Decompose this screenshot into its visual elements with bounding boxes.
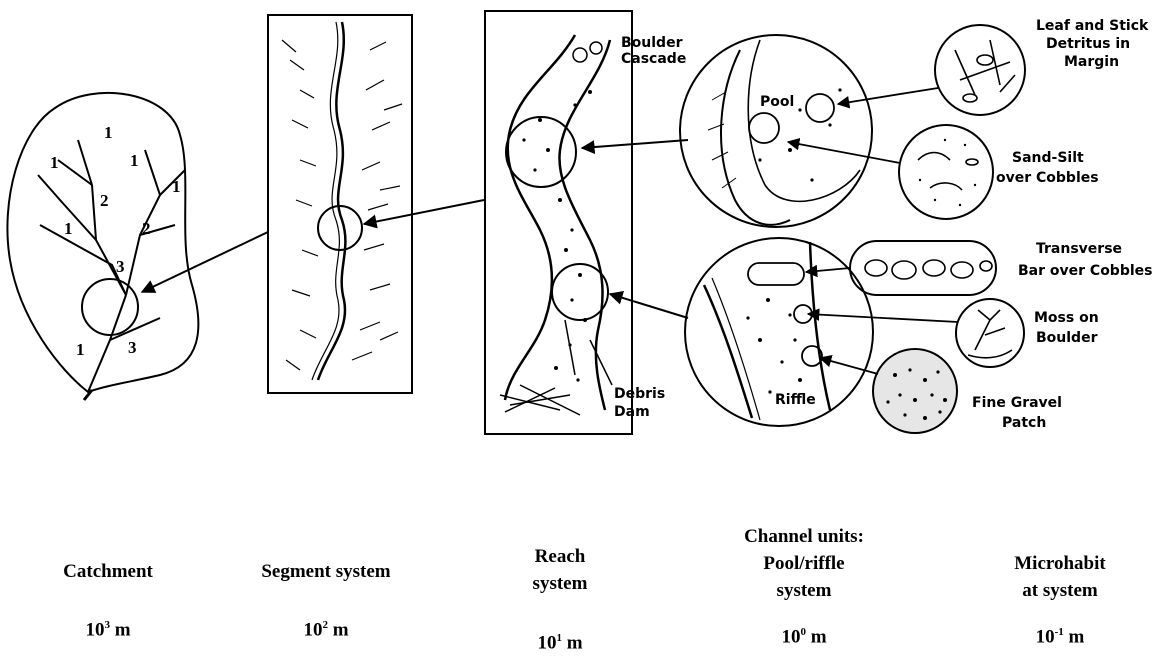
microhabitat-gravel: Fine Gravel Patch — [820, 349, 1062, 433]
zoom-arrow — [582, 140, 688, 148]
level-scale-microhabitat: 10-1 m — [1000, 619, 1120, 650]
riffle-label: Riffle — [775, 392, 816, 408]
scale-exponent: 1 — [556, 632, 562, 644]
scale-unit: m — [1069, 626, 1085, 647]
fine-gravel-label: Fine Gravel — [972, 395, 1062, 411]
leaf-detritus-label: Detritus in — [1046, 36, 1130, 52]
moss-boulder-label: Moss on — [1034, 310, 1099, 326]
boulder-cascade-label: Cascade — [621, 51, 686, 67]
sand-silt-label: Sand-Silt — [1012, 150, 1084, 166]
stream-network — [38, 140, 185, 392]
level-name: system — [500, 570, 620, 597]
reach-channel-right-bank — [559, 40, 610, 410]
scale-exponent: 0 — [800, 626, 806, 638]
stream-order-label: 2 — [100, 191, 109, 210]
level-caption-reach: Reach system — [500, 543, 620, 597]
scale-unit: m — [333, 619, 349, 640]
level-caption-segment: Segment system — [236, 558, 416, 585]
level-name: Catchment — [48, 558, 168, 585]
scale-unit: m — [115, 619, 131, 640]
pool-label: Pool — [760, 94, 794, 110]
scale-base: 10 — [303, 619, 322, 640]
reach-frame — [485, 11, 632, 434]
microhabitat-sand: Sand-Silt over Cobbles — [788, 125, 1099, 219]
reach-panel: Boulder Cascade Debris Dam — [485, 11, 686, 434]
catchment-outline — [7, 93, 198, 392]
stream-order-label: 1 — [50, 153, 59, 172]
scale-exponent: 3 — [104, 619, 110, 631]
pool-zoom-circle — [506, 117, 576, 187]
segment-hachure — [282, 40, 402, 370]
transverse-bar-label: Transverse — [1036, 241, 1122, 257]
scale-unit: m — [811, 626, 827, 647]
stream-order-label: 1 — [172, 177, 181, 196]
level-scale-catchment: 103 m — [48, 612, 168, 643]
pool-unit: Pool — [680, 35, 872, 227]
level-caption-channel-units: Channel units: Pool/riffle system — [724, 523, 884, 604]
microhabitat-moss: Moss on Boulder — [808, 299, 1099, 367]
scale-unit: m — [567, 632, 583, 653]
catchment-zoom-circle — [82, 279, 138, 335]
level-name: Pool/riffle — [724, 550, 884, 577]
level-name: Microhabit — [990, 550, 1130, 577]
boulder-cascade-label: Boulder — [621, 35, 683, 51]
fine-gravel-label: Patch — [1002, 415, 1046, 431]
scale-base: 10 — [537, 632, 556, 653]
zoom-arrow — [364, 200, 484, 224]
riffle-zoom-circle — [552, 264, 608, 320]
stream-order-label: 1 — [130, 151, 139, 170]
level-scale-reach: 101 m — [500, 625, 620, 656]
reach-channel-left-bank — [505, 35, 575, 400]
level-caption-microhabitat: Microhabit at system — [990, 550, 1130, 604]
level-name: Channel units: — [724, 523, 884, 550]
leaf-detritus-label: Leaf and Stick — [1036, 18, 1149, 34]
scale-exponent: -1 — [1055, 626, 1064, 638]
scale-base: 10 — [85, 619, 104, 640]
microhabitat-leaf: Leaf and Stick Detritus in Margin — [838, 18, 1149, 115]
level-scale-channel-units: 100 m — [744, 619, 864, 650]
reach-texture — [522, 90, 592, 382]
level-caption-catchment: Catchment — [48, 558, 168, 585]
scale-base: 10 — [781, 626, 800, 647]
stream-order-label: 3 — [128, 338, 137, 357]
debris-dam-label: Dam — [614, 404, 650, 420]
level-name: at system — [990, 577, 1130, 604]
stream-order-label: 3 — [116, 257, 125, 276]
segment-panel — [268, 15, 412, 393]
level-scale-segment: 102 m — [266, 612, 386, 643]
level-name: Reach — [500, 543, 620, 570]
level-name: system — [724, 577, 884, 604]
sand-silt-label: over Cobbles — [996, 170, 1099, 186]
level-name: Segment system — [236, 558, 416, 585]
catchment-panel: 1 1 1 1 2 1 2 3 1 3 — [7, 93, 198, 400]
zoom-arrow — [610, 294, 688, 318]
scale-base: 10 — [1036, 626, 1055, 647]
riffle-unit: Riffle — [685, 238, 873, 426]
stream-order-label: 2 — [142, 219, 151, 238]
zoom-arrow — [142, 232, 268, 292]
scale-exponent: 2 — [322, 619, 328, 631]
microhabitat-bar: Transverse Bar over Cobbles — [806, 241, 1152, 295]
moss-boulder-label: Boulder — [1036, 330, 1098, 346]
transverse-bar-label: Bar over Cobbles — [1018, 263, 1152, 279]
debris-dam-label: Debris — [614, 386, 665, 402]
leaf-detritus-label: Margin — [1064, 54, 1119, 70]
stream-order-label: 1 — [64, 219, 73, 238]
stream-order-label: 1 — [104, 123, 113, 142]
stream-order-label: 1 — [76, 340, 85, 359]
